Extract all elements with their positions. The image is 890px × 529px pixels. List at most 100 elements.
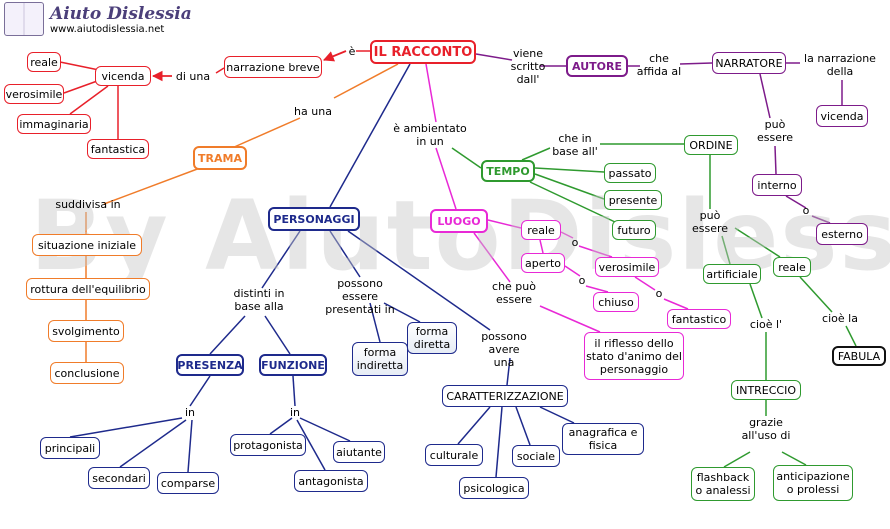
book-icon [4,2,44,36]
link-label-presentati: possono essere presentati in [325,277,395,316]
node-conclusione[interactable]: conclusione [50,362,124,384]
link-label-narrazione-della: la narrazione della [804,52,876,78]
edge-personaggi-presentati [329,230,361,278]
edge-in-secondari [119,419,187,468]
node-situazione-iniziale[interactable]: situazione iniziale [32,234,142,256]
node-presenza[interactable]: PRESENZA [176,354,244,376]
site-logo[interactable]: Aiuto Dislessia www.aiutodislessia.net [4,2,192,36]
link-label-in-funzione: in [289,406,301,419]
edge-verosimile-o [634,276,656,291]
link-label-che-in-base: che in base all' [552,132,598,158]
node-rottura-equilibrio[interactable]: rottura dell'equilibrio [26,278,150,300]
link-label-cioe-la: cioè la [822,312,858,325]
edge-tempo-passato [534,167,605,173]
node-passato[interactable]: passato [604,163,656,183]
node-principali[interactable]: principali [40,437,100,459]
edge-tempo-cheinbase [521,147,551,161]
node-luogo-reale[interactable]: reale [521,220,561,240]
node-antagonista[interactable]: antagonista [294,470,368,492]
node-personaggi[interactable]: PERSONAGGI [268,207,360,231]
node-interno[interactable]: interno [752,174,802,196]
node-secondari[interactable]: secondari [88,467,150,489]
node-fabula[interactable]: FABULA [832,346,886,366]
link-label-suddivisa: suddivisa in [55,198,121,211]
node-luogo-verosimile[interactable]: verosimile [595,257,659,277]
node-presente[interactable]: presente [604,190,662,210]
edge-artificiale-cioe [749,283,763,319]
edge-interno-o [785,195,807,209]
link-label-puo-essere: può essere [756,118,794,144]
node-ordine[interactable]: ORDINE [684,135,738,155]
node-fantastica[interactable]: fantastica [87,139,149,159]
link-label-cioe-l: cioè l' [749,318,783,331]
link-label-o-narratore: o [802,204,810,217]
node-anticipazione[interactable]: anticipazione o prolessi [773,465,853,501]
edge-in-comparse [187,419,193,473]
node-svolgimento[interactable]: svolgimento [48,320,124,342]
edge-reale-cioela [799,276,833,313]
node-riflesso-stato-animo[interactable]: il riflesso dello stato d'animo del pers… [584,332,684,380]
node-trama[interactable]: TRAMA [193,146,247,170]
node-narratore[interactable]: NARRATORE [712,52,786,74]
link-label-di-una: di una [175,70,211,83]
edge-o-fantastico [663,298,689,310]
link-label-puo-essere-ordine: può essere [691,209,729,235]
edge-ambientato-luogo [435,147,457,210]
node-verosimile[interactable]: verosimile [4,84,64,104]
node-luogo[interactable]: LUOGO [430,209,488,233]
link-label-distinti: distinti in base alla [233,287,285,313]
edge-aperto-o [564,265,581,277]
edge-car-anagrafica [539,406,575,424]
edge-reale-aperto [539,239,544,254]
edge-trama-suddivisa [103,167,201,205]
node-reale[interactable]: reale [27,52,61,72]
node-forma-indiretta[interactable]: forma indiretta [352,342,408,376]
node-ordine-reale[interactable]: reale [773,257,811,277]
node-tempo[interactable]: TEMPO [481,160,535,182]
link-label-o-reale: o [571,236,579,249]
node-chiuso[interactable]: chiuso [593,292,639,312]
edge-ambientato-tempo [451,147,482,169]
node-funzione[interactable]: FUNZIONE [259,354,327,376]
node-vicenda-narratore[interactable]: vicenda [816,105,868,127]
link-label-che-puo: che può essere [492,280,536,306]
node-vicenda[interactable]: vicenda [95,66,151,86]
edge-car-sociale [515,406,531,446]
link-label-che-affida: che affida al [636,52,682,78]
node-autore[interactable]: AUTORE [566,55,628,77]
node-il-racconto[interactable]: IL RACCONTO [370,40,476,64]
node-immaginaria[interactable]: immaginaria [17,114,91,134]
node-aperto[interactable]: aperto [521,253,565,273]
node-anagrafica-fisica[interactable]: anagrafica e fisica [562,423,644,455]
link-label-possono-avere: possono avere una [481,330,527,369]
node-intreccio[interactable]: INTRECCIO [731,380,801,400]
node-aiutante[interactable]: aiutante [333,441,385,463]
edge-vicenda-immaginaria [69,85,109,115]
edge-o-chiuso [585,285,609,293]
edge-vicenda-reale [59,61,100,71]
node-comparse[interactable]: comparse [157,472,219,494]
node-artificiale[interactable]: artificiale [703,264,761,284]
node-futuro[interactable]: futuro [612,220,656,240]
node-forma-diretta[interactable]: forma diretta [407,322,457,354]
node-psicologica[interactable]: psicologica [459,477,529,499]
link-label-e: è [348,45,356,58]
link-label-ha-una: ha una [294,105,332,118]
edge-o-verosimile [578,245,613,258]
link-label-viene-scritto: viene scritto dall' [510,47,546,86]
node-culturale[interactable]: culturale [425,444,483,466]
node-protagonista[interactable]: protagonista [230,434,306,456]
node-luogo-fantastico[interactable]: fantastico [667,309,731,329]
node-esterno[interactable]: esterno [816,223,868,245]
edge-grazie-flashback [723,451,751,468]
node-flashback[interactable]: flashback o analessi [691,467,755,501]
edge-presenza-in [189,375,211,407]
edge-in-aiutante [299,417,351,442]
edge-racconto-ambientato [425,63,437,123]
node-narrazione-breve[interactable]: narrazione breve [224,56,322,78]
edge-puo-reale [734,227,781,258]
node-caratterizzazione[interactable]: CARATTERIZZAZIONE [442,385,568,407]
node-sociale[interactable]: sociale [512,445,560,467]
edge-tempo-presente [534,173,605,200]
